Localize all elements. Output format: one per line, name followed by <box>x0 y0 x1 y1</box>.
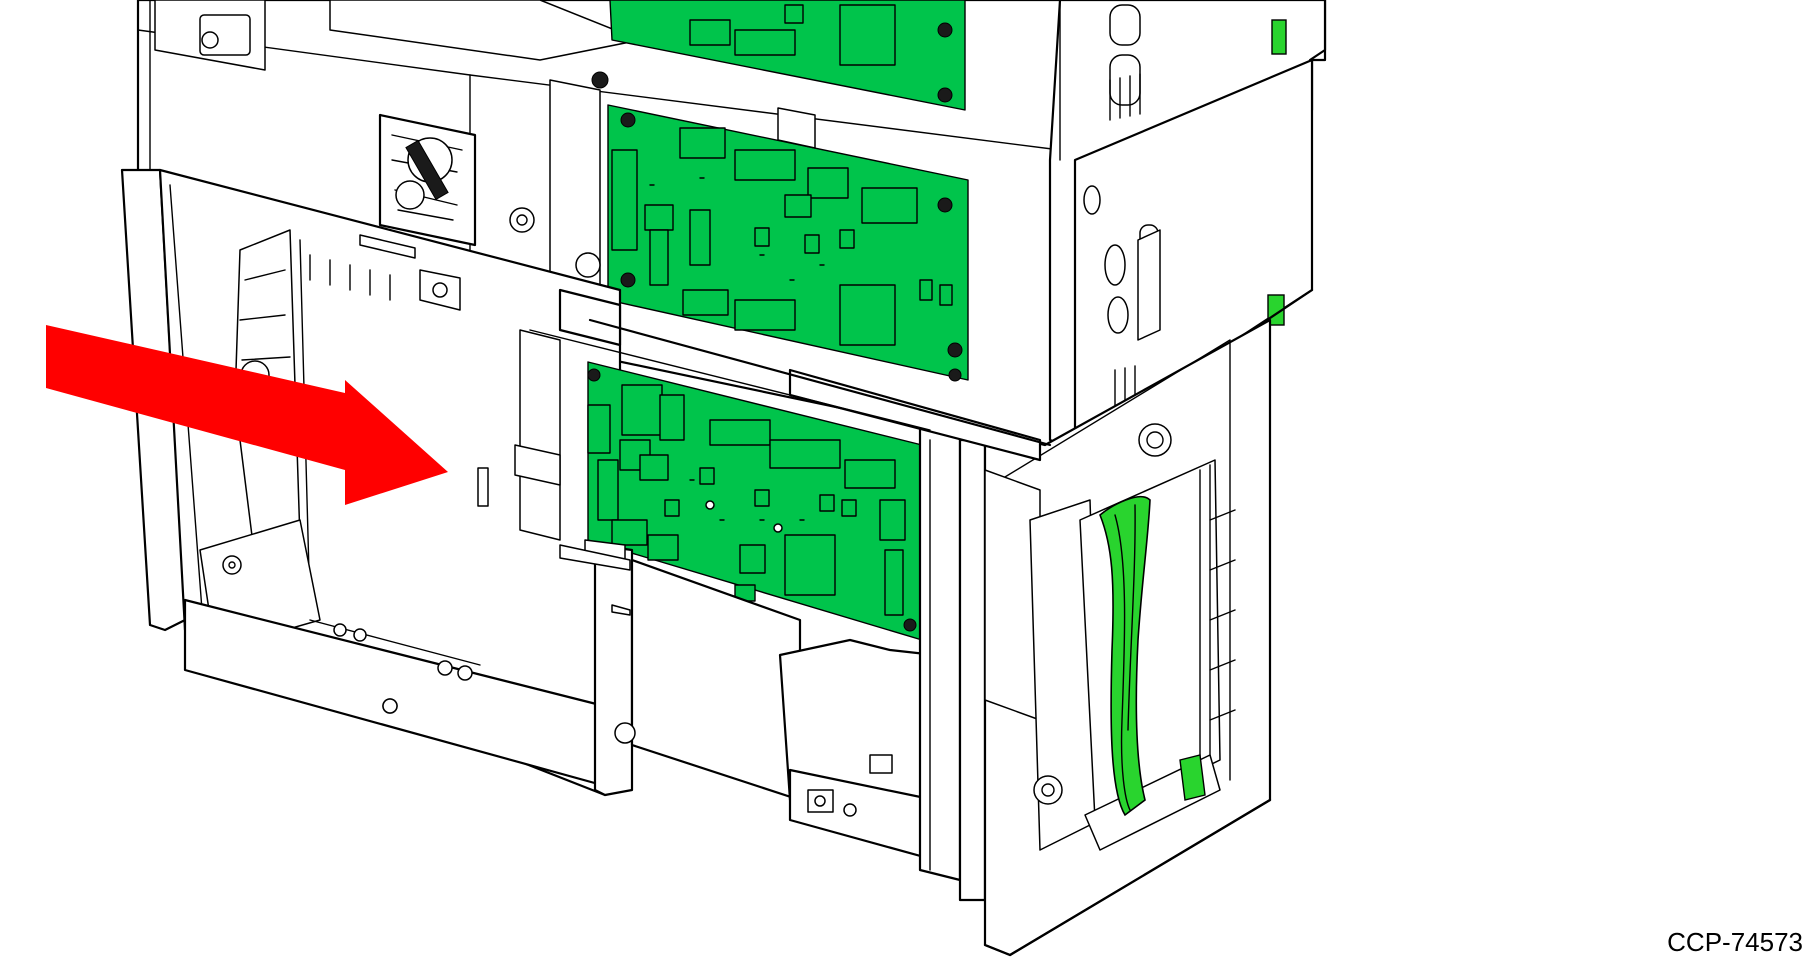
upper-circuit-board <box>609 0 966 111</box>
center-frame <box>514 288 1052 571</box>
circuit-board-icon <box>549 71 969 382</box>
red-arrow-icon <box>46 325 448 505</box>
latch-icon <box>1271 19 1287 55</box>
right-lower-panel <box>983 318 1272 957</box>
figure-id-label: CCP-74573 <box>1667 927 1803 957</box>
gear-window <box>378 113 477 247</box>
right-top-housing <box>1048 0 1327 450</box>
lower-circuit-board <box>519 329 923 641</box>
latch-icon <box>1099 495 1206 817</box>
front-door <box>382 418 987 902</box>
